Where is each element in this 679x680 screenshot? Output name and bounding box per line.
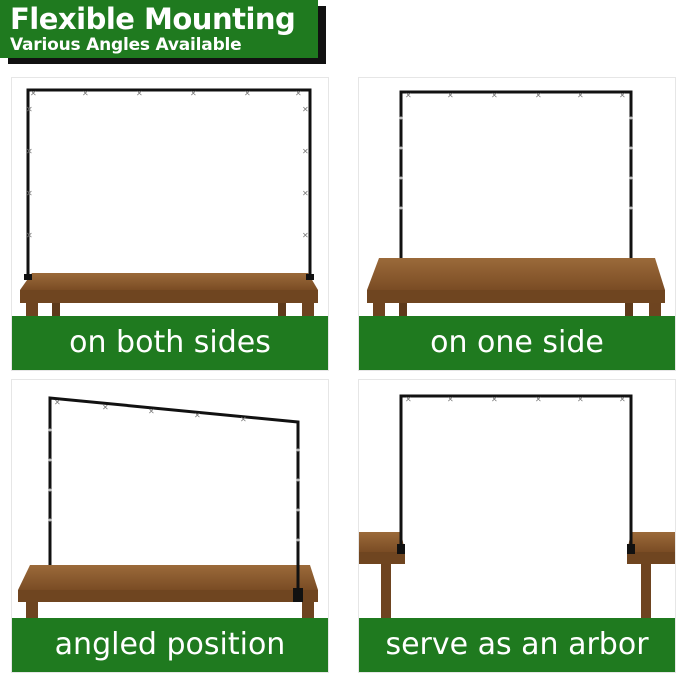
frame-dots	[399, 116, 633, 210]
svg-text:✕: ✕	[194, 411, 201, 420]
table-leg	[302, 602, 314, 620]
svg-text:✕: ✕	[491, 395, 498, 404]
svg-text:✕: ✕	[405, 91, 412, 100]
table-leg	[52, 303, 60, 318]
panel-one-side: ✕ ✕ ✕ ✕ ✕ ✕ on one side	[359, 78, 675, 370]
table-frame-illustration: ✕ ✕ ✕ ✕ ✕ ✕	[367, 90, 665, 318]
table-leg	[649, 303, 661, 318]
caption: serve as an arbor	[359, 618, 675, 672]
header-box: Flexible Mounting Various Angles Availab…	[0, 0, 318, 58]
frame-bar	[399, 394, 633, 552]
svg-text:✕: ✕	[148, 407, 155, 416]
svg-text:✕: ✕	[26, 189, 33, 198]
svg-text:✕: ✕	[447, 395, 454, 404]
clips: ✕ ✕ ✕ ✕ ✕ ✕	[405, 91, 626, 100]
table-frame-illustration: ✕✕✕ ✕✕✕ ✕✕✕✕ ✕✕✕✕	[20, 88, 318, 318]
svg-text:✕: ✕	[136, 89, 143, 98]
table-leg	[399, 303, 407, 318]
frame-bar	[26, 88, 312, 278]
svg-text:✕: ✕	[240, 415, 247, 424]
caption: on both sides	[12, 316, 328, 370]
table-top	[18, 565, 318, 590]
table-leg	[278, 303, 286, 318]
svg-text:✕: ✕	[405, 395, 412, 404]
table-leg	[625, 303, 633, 318]
table-leg	[26, 303, 38, 318]
page-subtitle: Various Angles Available	[10, 35, 242, 55]
svg-text:✕: ✕	[102, 403, 109, 412]
svg-text:✕: ✕	[30, 89, 37, 98]
table-leg	[26, 602, 38, 620]
svg-text:✕: ✕	[302, 189, 309, 198]
svg-text:✕: ✕	[190, 89, 197, 98]
table-frame-illustration: ✕ ✕ ✕ ✕ ✕ ✕	[359, 394, 675, 620]
panel-both-sides: ✕✕✕ ✕✕✕ ✕✕✕✕ ✕✕✕✕ on both sides	[12, 78, 328, 370]
svg-text:✕: ✕	[535, 395, 542, 404]
frame-bar	[399, 90, 633, 258]
svg-text:✕: ✕	[295, 89, 302, 98]
table-apron	[367, 290, 665, 303]
left-table-top	[359, 532, 405, 552]
svg-text:✕: ✕	[54, 398, 61, 407]
svg-text:✕: ✕	[302, 105, 309, 114]
svg-text:✕: ✕	[26, 231, 33, 240]
right-table-top	[627, 532, 675, 552]
clips: ✕ ✕ ✕ ✕ ✕ ✕	[405, 395, 626, 404]
svg-text:✕: ✕	[82, 89, 89, 98]
page-title: Flexible Mounting	[10, 2, 296, 36]
svg-text:✕: ✕	[619, 395, 626, 404]
svg-text:✕: ✕	[577, 91, 584, 100]
table-top	[20, 273, 318, 290]
panel-angled-position: ✕ ✕ ✕ ✕ ✕ angled position	[12, 380, 328, 672]
svg-text:✕: ✕	[491, 91, 498, 100]
panel-arbor: ✕ ✕ ✕ ✕ ✕ ✕ serve as an arbor	[359, 380, 675, 672]
table-apron	[18, 590, 318, 602]
svg-text:✕: ✕	[244, 89, 251, 98]
caption: angled position	[12, 618, 328, 672]
frame-dots	[48, 428, 300, 542]
clips: ✕✕✕ ✕✕✕ ✕✕✕✕ ✕✕✕✕	[26, 89, 309, 240]
table-leg	[381, 564, 391, 620]
table-leg	[373, 303, 385, 318]
svg-text:✕: ✕	[302, 231, 309, 240]
svg-text:✕: ✕	[619, 91, 626, 100]
svg-text:✕: ✕	[535, 91, 542, 100]
table-top	[367, 258, 665, 290]
table-leg	[302, 303, 314, 318]
table-frame-illustration: ✕ ✕ ✕ ✕ ✕	[18, 396, 318, 620]
svg-text:✕: ✕	[447, 91, 454, 100]
svg-text:✕: ✕	[302, 147, 309, 156]
clips: ✕ ✕ ✕ ✕ ✕	[54, 398, 247, 424]
table-apron	[20, 290, 318, 303]
caption: on one side	[359, 316, 675, 370]
svg-text:✕: ✕	[26, 105, 33, 114]
table-leg	[641, 564, 651, 620]
header-banner: Flexible Mounting Various Angles Availab…	[0, 0, 326, 64]
svg-text:✕: ✕	[577, 395, 584, 404]
svg-text:✕: ✕	[26, 147, 33, 156]
